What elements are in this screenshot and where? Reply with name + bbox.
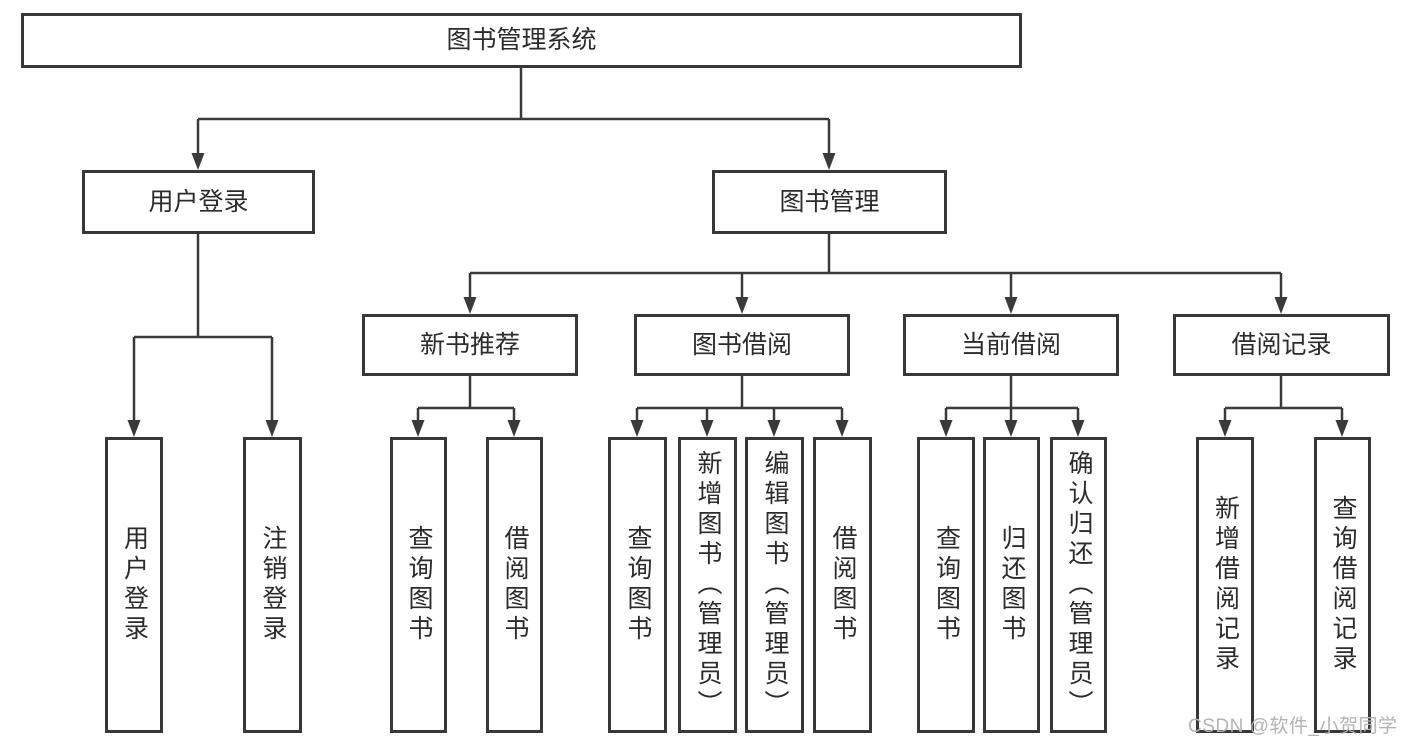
leaf-query-books-borrow: 查询图书 (608, 437, 667, 733)
connector-new-book-recommend-children (416, 376, 516, 422)
leaf-query-borrow-record: 查询借阅记录 (1314, 437, 1371, 733)
leaf-confirm-return-admin: 确认归还（管理员） (1050, 437, 1107, 733)
leaf-logout: 注销登录 (243, 437, 302, 733)
connector-current-borrow-children (944, 376, 1080, 422)
node-book-borrow: 图书借阅 (634, 314, 850, 376)
connector-book-borrow-children (635, 376, 844, 422)
leaf-add-borrow-record: 新增借阅记录 (1196, 437, 1254, 733)
leaf-borrow-books-recommend: 借阅图书 (486, 437, 543, 733)
connector-borrow-records-children (1223, 376, 1344, 422)
connector-book-management-children (468, 234, 1283, 299)
node-book-management: 图书管理 (712, 170, 947, 234)
leaf-user-login: 用户登录 (105, 437, 163, 733)
leaf-borrow-books-borrow: 借阅图书 (813, 437, 872, 733)
node-current-borrow: 当前借阅 (903, 314, 1119, 376)
node-borrow-records: 借阅记录 (1173, 314, 1390, 376)
node-user-login: 用户登录 (82, 170, 315, 234)
watermark: CSDN @软件_小贺同学 (1188, 716, 1398, 737)
connector-root-to-level2 (196, 68, 831, 154)
leaf-add-book-admin: 新增图书（管理员） (678, 437, 737, 733)
node-new-book-recommend: 新书推荐 (362, 314, 578, 376)
leaf-return-book: 归还图书 (983, 437, 1040, 733)
connector-user-login-children (132, 234, 274, 421)
leaf-edit-book-admin: 编辑图书（管理员） (745, 437, 804, 733)
leaf-query-books-current: 查询图书 (917, 437, 975, 733)
node-book-management-system: 图书管理系统 (21, 13, 1022, 68)
leaf-query-books-recommend: 查询图书 (390, 437, 447, 733)
